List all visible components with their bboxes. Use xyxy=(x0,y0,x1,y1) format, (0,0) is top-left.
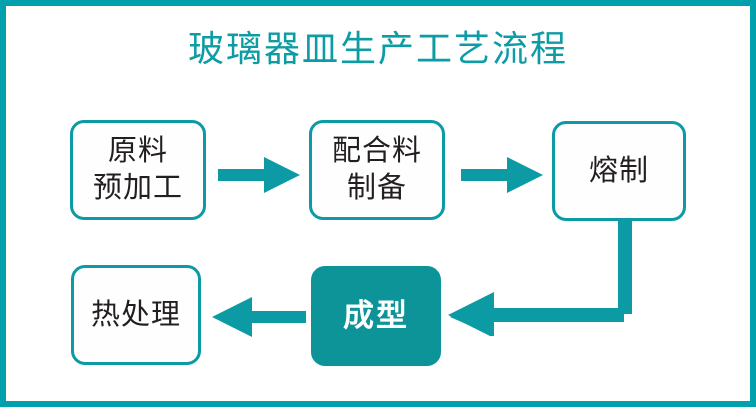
process-node-label: 配合料 制备 xyxy=(331,135,422,204)
process-node-batch-prep[interactable]: 配合料 制备 xyxy=(309,120,445,220)
process-node-raw-material[interactable]: 原料 预加工 xyxy=(70,120,206,220)
process-node-label: 热处理 xyxy=(90,298,181,331)
process-node-label: 熔制 xyxy=(588,154,649,187)
process-node-heat-treatment[interactable]: 热处理 xyxy=(71,265,201,365)
arrow-left-icon xyxy=(212,297,306,337)
elbow-arrow-left-icon xyxy=(448,218,632,336)
process-node-forming[interactable]: 成型 xyxy=(311,266,441,366)
page-title: 玻璃器皿生产工艺流程 xyxy=(187,28,568,69)
process-node-label: 成型 xyxy=(343,298,409,333)
process-node-melting[interactable]: 熔制 xyxy=(552,121,686,221)
arrow-right-icon xyxy=(461,157,543,193)
process-node-label: 原料 预加工 xyxy=(92,135,183,204)
arrow-right-icon xyxy=(218,157,300,193)
